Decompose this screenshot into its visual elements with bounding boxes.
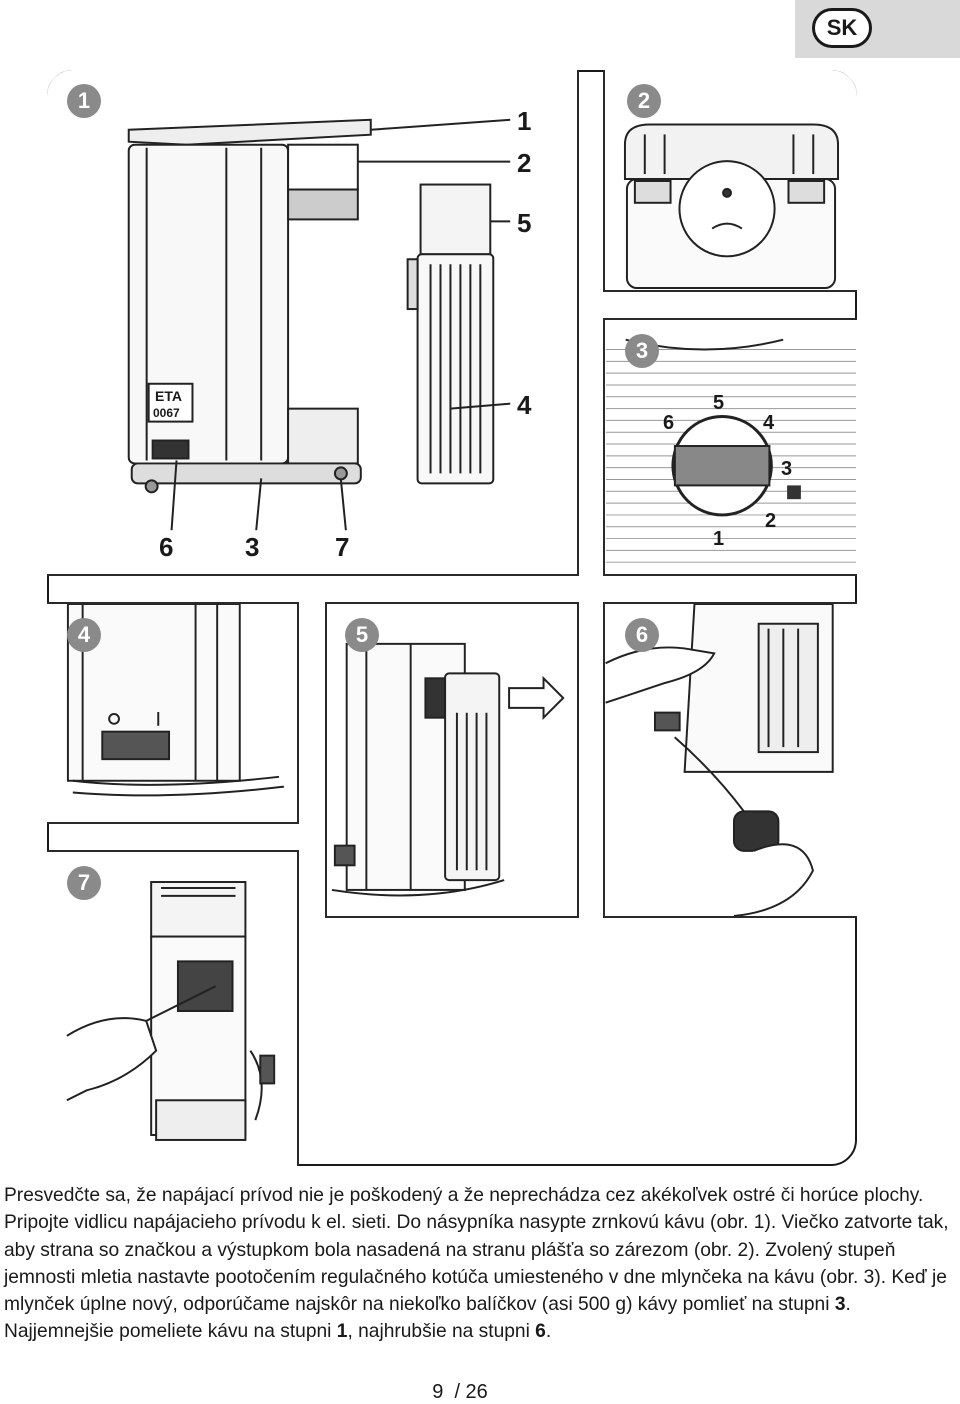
paragraph-text: Presvedčte sa, že napájací prívod nie je…	[4, 1185, 949, 1316]
dial-number: 2	[765, 510, 777, 532]
dial-number: 3	[781, 458, 793, 480]
figure-5-panel: 5	[325, 602, 579, 918]
callout-label: 5	[517, 208, 532, 238]
paragraph-text: , najhrubšie na stupni	[347, 1321, 536, 1343]
container-removal-illustration	[331, 642, 565, 897]
grinder-side-illustration	[127, 118, 511, 531]
plug-illustration	[605, 604, 834, 916]
figure-number-badge: 5	[345, 618, 379, 652]
figure-3-panel: 3 1 2 3 4 5 6	[603, 318, 857, 576]
figure-number-badge: 2	[627, 84, 661, 118]
figure-1-panel: 1 1 2 5 4 6 3 7 ETA 0067	[47, 70, 579, 576]
lid-illustration	[623, 123, 840, 290]
dial-number: 4	[763, 412, 775, 434]
paragraph-text: .	[545, 1321, 552, 1343]
figure-number-badge: 1	[67, 84, 101, 118]
dial-number: 5	[713, 392, 725, 414]
page-total: / 26	[454, 1381, 488, 1403]
paragraph-text: . Najjemnejšie pomeliete kávu na stupni	[4, 1294, 851, 1343]
callout-label: 3	[245, 532, 260, 562]
dial-number: 6	[663, 412, 675, 434]
figure-2-panel: 2	[603, 70, 857, 292]
step-number: 6	[535, 1321, 546, 1343]
figure-number-badge: 7	[67, 866, 101, 900]
callout-label: 1	[517, 106, 532, 136]
callout-label: 2	[517, 148, 532, 178]
cleaning-brush-illustration	[66, 881, 276, 1141]
device-model-label: 0067	[153, 406, 180, 420]
figure-4-panel: 4	[47, 602, 299, 824]
figure-number-badge: 3	[625, 334, 659, 368]
callout-label: 4	[517, 390, 532, 420]
callout-label: 6	[159, 532, 174, 562]
figure-7-panel: 7	[47, 850, 299, 1166]
step-number: 1	[336, 1321, 348, 1343]
device-brand-label: ETA	[155, 388, 182, 404]
instruction-paragraph: Presvedčte sa, že napájací prívod nie je…	[4, 1182, 956, 1346]
figure-number-badge: 4	[67, 618, 101, 652]
dial-number: 1	[713, 528, 725, 550]
figure-6-panel: 6	[603, 602, 857, 918]
step-number: 3	[834, 1294, 846, 1316]
figure-number-badge: 6	[625, 618, 659, 652]
page-number: 9 / 26	[0, 1381, 920, 1404]
page-current: 9	[432, 1381, 444, 1403]
callout-label: 7	[335, 532, 350, 562]
language-badge: SK	[812, 8, 872, 48]
